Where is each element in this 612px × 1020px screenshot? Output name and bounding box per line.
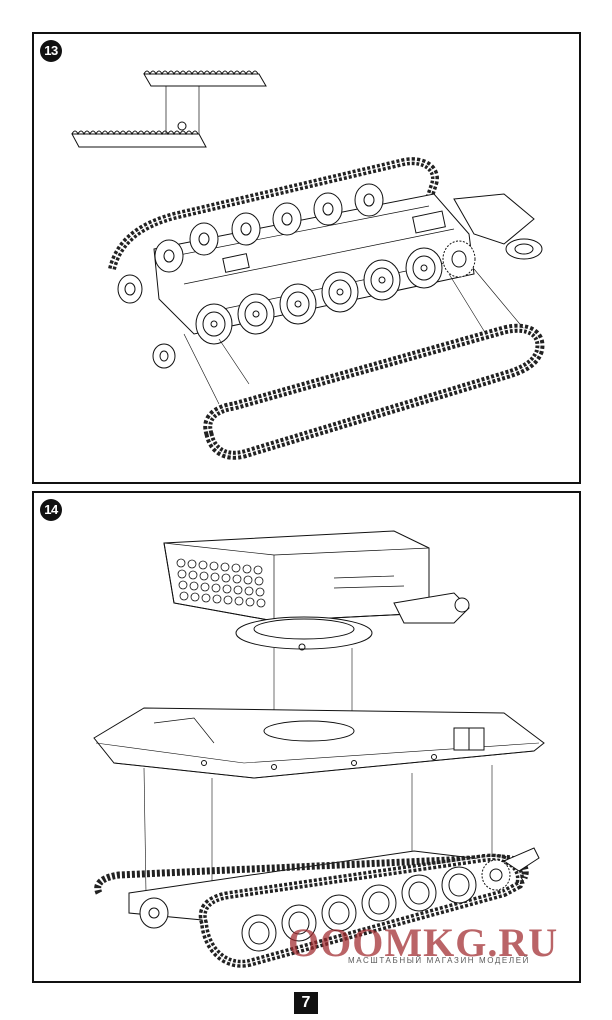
step-13-panel: 13 [32, 32, 581, 484]
step-14-badge: 14 [40, 499, 62, 521]
upper-track [108, 157, 439, 271]
lower-track [203, 323, 545, 460]
lower-chassis [94, 847, 540, 968]
step-14-panel: 14 [32, 491, 581, 983]
upper-road-wheels [154, 183, 384, 273]
page-number: 7 [294, 992, 318, 1014]
step-13-illustration [71, 70, 545, 460]
upper-hull [93, 707, 545, 779]
track-links-top [71, 70, 267, 148]
launcher-tubes [176, 558, 266, 608]
lower-road-wheels [117, 240, 476, 369]
turret-ring [235, 616, 373, 718]
step-14-illustration [93, 530, 545, 968]
hull-underside [153, 193, 543, 335]
rocket-launcher [163, 530, 470, 624]
step-13-badge: 13 [40, 40, 62, 62]
lower-track-guides [183, 268, 525, 405]
